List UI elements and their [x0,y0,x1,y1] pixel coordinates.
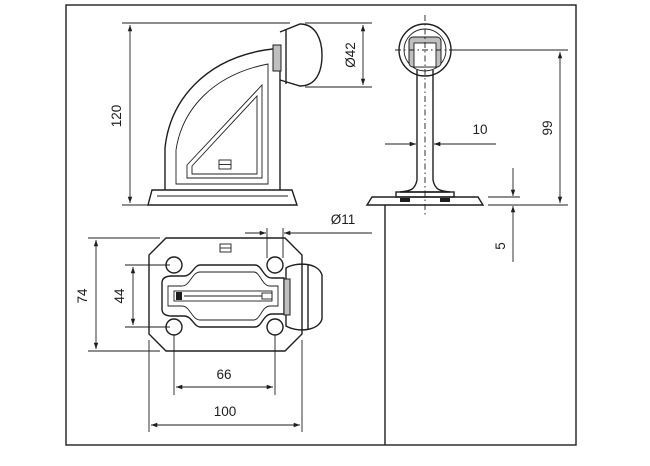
dimension-label-120: 120 [109,105,124,128]
side-view: 120 Ø42 [109,22,372,206]
dimension-label-74: 74 [75,288,90,304]
dimension-label-44: 44 [112,288,127,304]
dimension-label-5: 5 [493,242,508,250]
dimension-label-10: 10 [472,122,487,137]
dimension-label-d42: Ø42 [343,42,358,68]
dimension-label-100: 100 [214,404,237,419]
dimension-label-99: 99 [540,120,555,135]
dimension-label-d11: Ø11 [331,212,356,227]
drawing-frame [65,4,577,446]
top-view: 74 44 Ø11 66 100 [75,212,372,432]
front-view: 10 99 5 [365,15,568,262]
dimension-label-66: 66 [216,367,231,382]
